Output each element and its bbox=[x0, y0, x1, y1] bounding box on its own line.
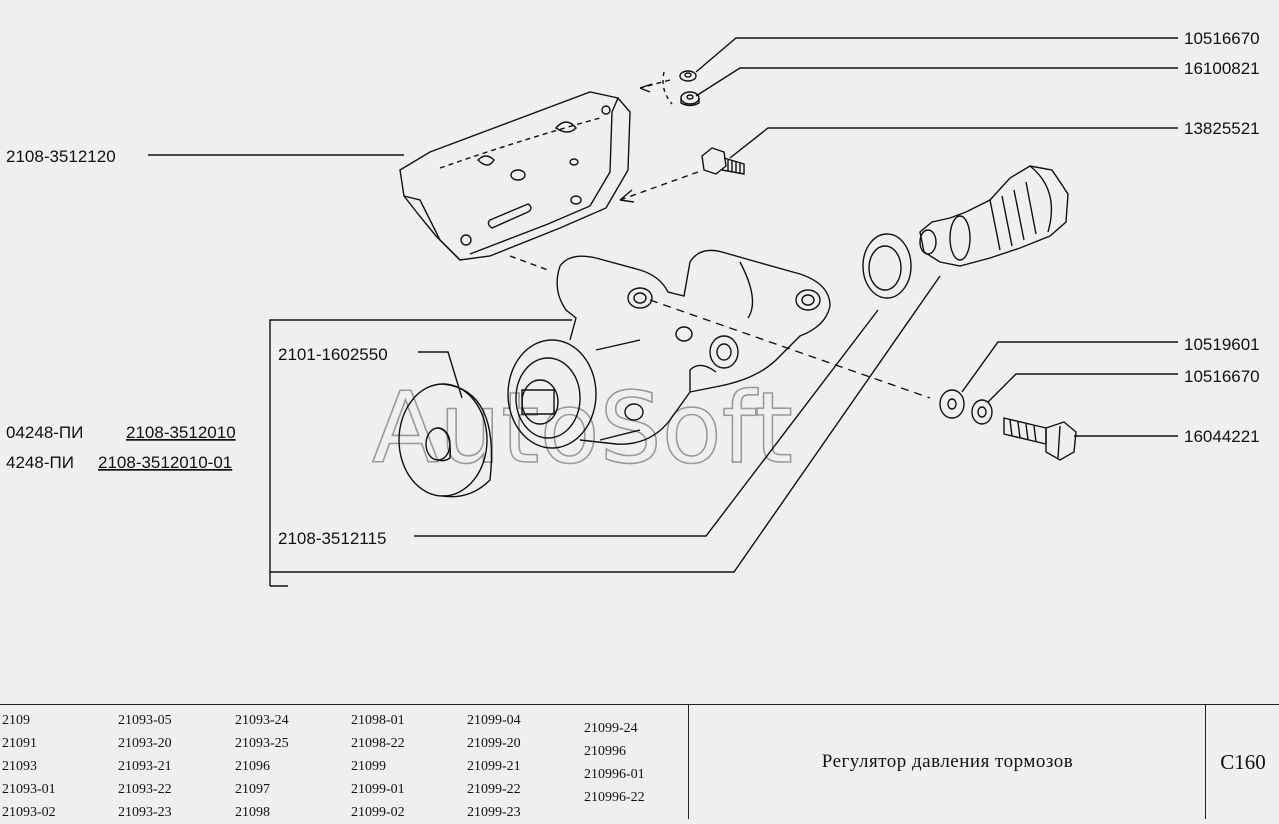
part-number-2108-3512120: 2108-3512120 bbox=[6, 147, 116, 166]
model-code: 21093-20 bbox=[118, 736, 172, 751]
page-code: C160 bbox=[1220, 749, 1266, 774]
part-number-04248-pi: 04248-ПИ bbox=[6, 423, 83, 442]
model-code: 21093-02 bbox=[2, 805, 56, 820]
model-code: 210996-22 bbox=[584, 790, 645, 805]
cap-washer bbox=[398, 383, 493, 498]
part-number-10519601: 10519601 bbox=[1184, 335, 1260, 354]
part-number-16100821: 16100821 bbox=[1184, 59, 1260, 78]
model-code: 21099-23 bbox=[467, 805, 521, 820]
model-column-6: 21099-24 210996 210996-01 210996-22 bbox=[584, 717, 645, 809]
model-code: 21093-21 bbox=[118, 759, 172, 774]
model-code: 21098 bbox=[235, 805, 270, 820]
model-code: 21093-25 bbox=[235, 736, 289, 751]
part-number-10516670-top: 10516670 bbox=[1184, 29, 1260, 48]
plug-assembly bbox=[919, 165, 1069, 267]
model-code: 210996-01 bbox=[584, 767, 645, 782]
model-code: 21098-01 bbox=[351, 713, 405, 728]
part-number-2108-3512010[interactable]: 2108-3512010 bbox=[126, 423, 236, 442]
parts-diagram: AutoSoft bbox=[6, 29, 1260, 587]
footer-table: 2109 21091 21093 21093-01 21093-02 21093… bbox=[0, 704, 1279, 820]
model-code: 21099-02 bbox=[351, 805, 405, 820]
model-code: 21097 bbox=[235, 782, 270, 797]
model-column-1: 2109 21091 21093 21093-01 21093-02 bbox=[2, 709, 56, 824]
o-ring bbox=[862, 233, 912, 299]
model-code: 21099-24 bbox=[584, 721, 638, 736]
part-number-13825521: 13825521 bbox=[1184, 119, 1260, 138]
part-number-2108-3512010-01[interactable]: 2108-3512010-01 bbox=[98, 453, 232, 472]
model-code: 21096 bbox=[235, 759, 270, 774]
model-code: 21093-23 bbox=[118, 805, 172, 820]
model-code: 21093-05 bbox=[118, 713, 172, 728]
model-code: 21099-20 bbox=[467, 736, 521, 751]
model-column-2: 21093-05 21093-20 21093-21 21093-22 2109… bbox=[118, 709, 172, 824]
model-code: 2109 bbox=[2, 713, 30, 728]
part-number-2108-3512115: 2108-3512115 bbox=[278, 529, 386, 548]
part-number-10516670-bottom: 10516670 bbox=[1184, 367, 1260, 386]
model-code: 21093-01 bbox=[2, 782, 56, 797]
part-number-4248-pi: 4248-ПИ bbox=[6, 453, 74, 472]
nut-washers-top bbox=[639, 70, 700, 107]
model-code: 21093 bbox=[2, 759, 37, 774]
diagram-title: Регулятор давления тормозов bbox=[690, 705, 1206, 819]
model-code: 21091 bbox=[2, 736, 37, 751]
model-column-4: 21098-01 21098-22 21099 21099-01 21099-0… bbox=[351, 709, 405, 824]
model-code: 21093-24 bbox=[235, 713, 289, 728]
model-code: 21093-22 bbox=[118, 782, 172, 797]
model-code: 21099-04 bbox=[467, 713, 521, 728]
model-code: 21099 bbox=[351, 759, 386, 774]
model-code: 21099-01 bbox=[351, 782, 405, 797]
model-code: 210996 bbox=[584, 744, 626, 759]
small-bolt bbox=[619, 147, 745, 203]
lower-fasteners bbox=[939, 389, 1077, 461]
model-code: 21099-22 bbox=[467, 782, 521, 797]
model-code: 21098-22 bbox=[351, 736, 405, 751]
part-number-2101-1602550: 2101-1602550 bbox=[278, 345, 388, 364]
model-column-5: 21099-04 21099-20 21099-21 21099-22 2109… bbox=[467, 709, 521, 824]
model-list: 2109 21091 21093 21093-01 21093-02 21093… bbox=[0, 705, 689, 820]
model-code: 21099-21 bbox=[467, 759, 521, 774]
part-number-16044221: 16044221 bbox=[1184, 427, 1260, 446]
model-column-3: 21093-24 21093-25 21096 21097 21098 bbox=[235, 709, 289, 824]
regulator-body bbox=[507, 249, 831, 449]
bracket-plate bbox=[399, 91, 631, 261]
